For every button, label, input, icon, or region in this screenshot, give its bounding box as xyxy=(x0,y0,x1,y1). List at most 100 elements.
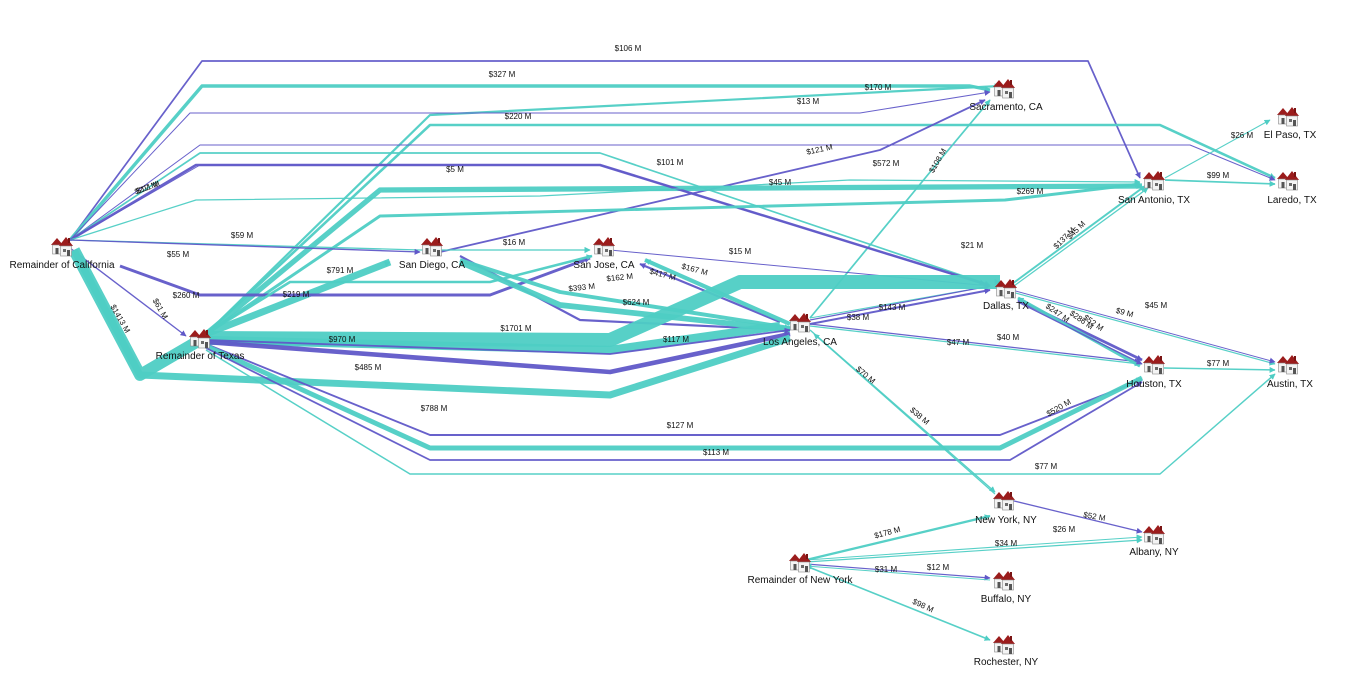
flow-edge-rtx-to-la xyxy=(205,275,1001,347)
node-label: Rochester, NY xyxy=(974,657,1039,668)
edge-value-label: $219 M xyxy=(283,290,310,299)
edge-value-label: $55 M xyxy=(167,250,190,259)
node-label: New York, NY xyxy=(975,515,1037,526)
node-rca[interactable]: Remainder of California xyxy=(9,237,115,271)
flow-edge-sa-to-lar xyxy=(1164,179,1276,187)
edge-value-label: $38 M xyxy=(847,313,870,322)
house-icon xyxy=(1143,525,1165,545)
node-sd[interactable]: San Diego, CA xyxy=(399,237,465,271)
flow-edge-rca-to-rtx xyxy=(69,247,187,337)
edge-value-label: $417 M xyxy=(649,267,677,283)
edge-value-label: $9 M xyxy=(1115,306,1135,319)
flow-edge-rtx-to-aus xyxy=(205,349,1276,475)
flow-edge-dal-to-sa xyxy=(1011,185,1146,285)
node-dal[interactable]: Dallas, TX xyxy=(983,279,1029,312)
flow-edge-rtx-to-sd xyxy=(204,258,392,338)
flow-edge-hou-to-aus xyxy=(1163,366,1276,373)
flow-edge-nyc-to-alb xyxy=(1009,499,1143,534)
house-icon xyxy=(51,237,73,257)
flow-edge-rtx-to-hou xyxy=(205,347,1143,461)
node-hou[interactable]: Houston, TX xyxy=(1126,355,1182,390)
edge-value-label: $788 M xyxy=(421,404,448,413)
flow-edge-rca-to-sa xyxy=(69,178,1141,241)
node-label: Dallas, TX xyxy=(983,301,1029,312)
edge-value-label: $485 M xyxy=(355,363,382,372)
edge-value-label: $13 M xyxy=(797,97,820,106)
edge-value-label: $170 M xyxy=(865,83,892,92)
edge-value-label: $34 M xyxy=(995,539,1018,548)
flow-edge-sd-to-la xyxy=(458,259,791,333)
node-alb[interactable]: Albany, NY xyxy=(1129,525,1179,558)
flow-edge-rca-to-sd xyxy=(69,239,421,255)
node-rtx[interactable]: Remainder of Texas xyxy=(156,329,245,362)
edge-value-label: $26 M xyxy=(1231,131,1254,140)
node-buf[interactable]: Buffalo, NY xyxy=(981,571,1032,605)
edge-value-label: $143 M xyxy=(879,303,906,312)
edge-value-label: $121 M xyxy=(805,142,833,156)
edge-value-label: $624 M xyxy=(623,298,650,307)
edge-value-label: $269 M xyxy=(1017,187,1044,196)
flow-edge-rtx-to-la xyxy=(205,331,791,375)
edge-value-label: $70 M xyxy=(854,364,877,385)
node-label: Remainder of New York xyxy=(747,575,853,586)
flow-edge-rca-to-sj xyxy=(119,256,591,297)
edge-value-label: $52 M xyxy=(1083,510,1107,523)
edge-value-label: $791 M xyxy=(327,266,354,275)
house-icon xyxy=(993,635,1015,655)
edge-value-label: $16 M xyxy=(503,238,526,247)
house-icon xyxy=(993,571,1015,591)
node-lar[interactable]: Laredo, TX xyxy=(1267,171,1317,206)
edge-value-label: $572 M xyxy=(873,159,900,168)
edge-value-label: $260 M xyxy=(173,291,200,300)
flow-edge-rtx-to-sd xyxy=(205,254,593,336)
house-icon xyxy=(1277,171,1299,191)
edge-value-label: $393 M xyxy=(568,282,596,294)
node-label: Remainder of Texas xyxy=(156,351,245,362)
edges xyxy=(68,60,1276,641)
flow-edge-la-to-sac xyxy=(809,99,991,319)
flow-edge-rtx-to-hou xyxy=(204,343,1144,451)
node-sj[interactable]: San Jose, CA xyxy=(573,237,635,271)
flow-edge-sd-to-la xyxy=(459,258,791,331)
edge-value-label: $101 M xyxy=(657,158,684,167)
edge-value-label: $113 M xyxy=(703,448,729,457)
node-roc[interactable]: Rochester, NY xyxy=(974,635,1039,668)
house-icon xyxy=(993,491,1015,511)
edge-value-label: $1701 M xyxy=(500,324,531,333)
edge-value-label: $21 M xyxy=(961,241,984,250)
flow-edge-rny-to-alb xyxy=(805,537,1143,563)
flow-edge-dal-to-aus xyxy=(1011,289,1276,364)
flow-edge-dal-to-aus xyxy=(1011,291,1276,366)
flow-edge-la-to-dal xyxy=(809,288,991,325)
node-nyc[interactable]: New York, NY xyxy=(975,491,1037,526)
flow-edge-rtx-to-ep xyxy=(205,123,1276,335)
node-aus[interactable]: Austin, TX xyxy=(1267,355,1313,390)
house-icon xyxy=(1277,355,1299,375)
edge-value-label: $117 M xyxy=(663,335,689,344)
house-icon xyxy=(1277,107,1299,127)
flow-edge-rtx-to-sa xyxy=(204,183,1143,337)
house-icon xyxy=(789,553,811,573)
edge-value-label: $127 M xyxy=(667,421,694,430)
flow-edge-rca-to-dal xyxy=(69,163,986,286)
flow-edge-dal-to-sa xyxy=(1013,187,1149,287)
node-la[interactable]: Los Angeles, CA xyxy=(763,313,837,348)
flow-edge-rca-to-sa xyxy=(69,60,1141,241)
node-rny[interactable]: Remainder of New York xyxy=(747,553,854,586)
edge-value-label: $5 M xyxy=(446,165,464,174)
flow-edge-rny-to-nyc xyxy=(805,514,991,562)
edge-value-label: $98 M xyxy=(911,597,935,615)
edge-value-label: $61 M xyxy=(151,297,170,321)
edge-value-label: $162 M xyxy=(606,272,634,284)
flow-edge-la-to-dal xyxy=(809,284,991,321)
node-ep[interactable]: El Paso, TX xyxy=(1264,107,1317,141)
flow-edge-rtx-to-hou xyxy=(205,343,1143,436)
edge-value-label: $167 M xyxy=(681,262,709,278)
flow-edge-la-to-hou xyxy=(809,323,1141,365)
flow-edge-rca-to-sac xyxy=(69,89,991,241)
edge-value-label: $47 M xyxy=(947,338,970,347)
house-icon xyxy=(995,279,1017,299)
node-sac[interactable]: Sacramento, CA xyxy=(969,79,1043,113)
node-sa[interactable]: San Antonio, TX xyxy=(1118,171,1190,206)
flow-edge-rny-to-alb xyxy=(805,534,1143,561)
